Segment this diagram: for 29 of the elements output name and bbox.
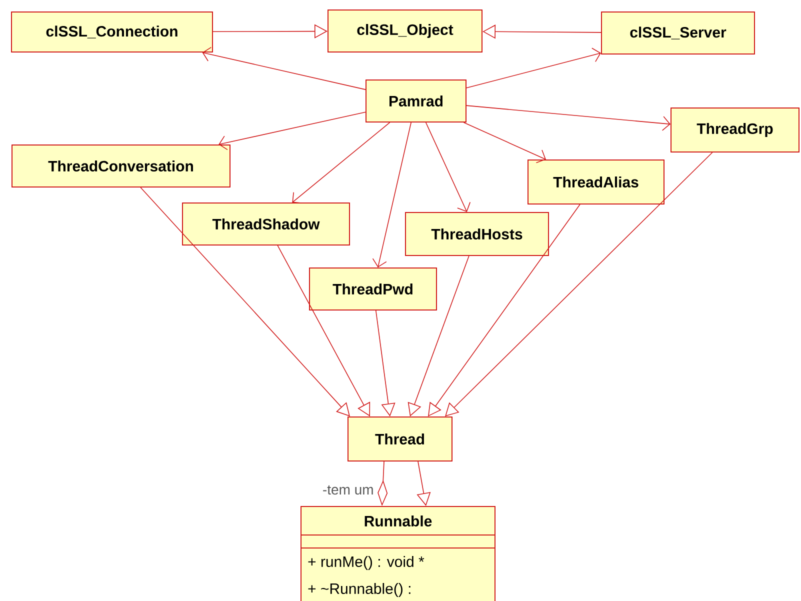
arrow: [466, 105, 670, 131]
class-box: clSSL_Object: [328, 10, 482, 52]
arrow: [425, 122, 471, 212]
arrow: [277, 245, 370, 416]
arrow: [482, 24, 602, 39]
class-box: ThreadConversation: [12, 144, 230, 188]
arrow: [212, 24, 328, 38]
class-box: ThreadHosts: [405, 212, 549, 256]
arrow: [463, 122, 546, 164]
arrow: [140, 187, 350, 416]
class-box: ThreadPwd: [309, 268, 437, 310]
arrow: [408, 256, 470, 416]
arrow: [218, 112, 366, 150]
arrow: [292, 122, 390, 204]
arrow: [202, 46, 366, 90]
class-box: ThreadAlias: [528, 160, 664, 204]
arrow: [428, 204, 580, 416]
edge-label: -tem um: [323, 485, 373, 495]
class-box: clSSL_Server: [601, 12, 755, 54]
class-box: Runnable + runMe() : void * + ~Runnable() :: [300, 506, 496, 601]
class-box: Thread: [348, 416, 452, 462]
class-box: ThreadGrp: [670, 108, 800, 152]
class-box: clSSL_Connection: [11, 12, 213, 52]
class-box: Pamrad: [366, 80, 466, 122]
arrow: [466, 48, 601, 88]
arrow: [445, 152, 713, 416]
arrow: [372, 122, 412, 268]
class-box: ThreadShadow: [182, 202, 350, 246]
arrow: [375, 310, 396, 416]
